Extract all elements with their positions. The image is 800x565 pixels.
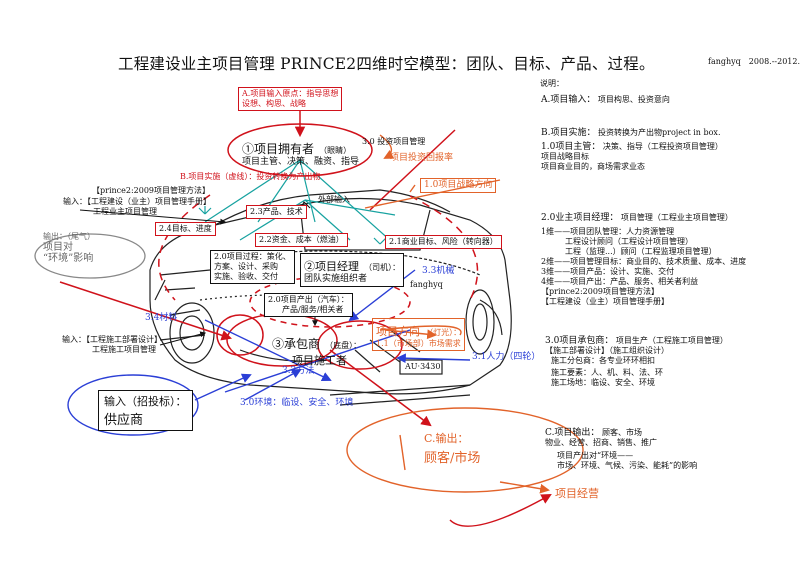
author-date: fanghyq 2008.--2012.	[708, 57, 800, 66]
owner-box: ①项目拥有者 （眼睛） 项目主管、决策、融资、指导	[242, 138, 359, 168]
process-box: 2.0项目过程：策化、 方案、设计、采购 实施、验收、交付	[210, 250, 295, 284]
plate-label: AU·3430	[405, 362, 441, 371]
supplier-box: 输入（招投标）： 供应商	[98, 390, 193, 431]
method-label: 3.2方法	[282, 366, 315, 376]
process-line-2: 方案、设计、采购	[214, 262, 278, 271]
note-b1-body: 决策、指导（工程投资项目管理）	[602, 142, 723, 151]
process-line-3: 实施、验收、交付	[214, 272, 278, 281]
note-c30-head: 3.0项目承包商：	[545, 336, 614, 346]
owner-title-note: （眼睛）	[319, 146, 352, 155]
note-c20-line-7: 【prince2:2009项目管理方法】	[541, 287, 660, 296]
note-c20-line-8: 【工程建设（业主）项目管理手册】	[541, 297, 669, 306]
note-c30-line-3: 施工要素：人、机、料、法、环	[551, 368, 663, 377]
note-c20-body: 项目管理（工程业主项目管理）	[620, 213, 733, 222]
b-impl-label: B.项目实施（虚线）：投资转换为产出物	[180, 172, 321, 181]
output-box: 2.0项目产出（汽车）： 产品/服务/相关者	[264, 293, 353, 317]
owner-title: ①项目拥有者	[242, 142, 315, 156]
strategy-direction-box: 1.0项目战略方向	[420, 178, 497, 193]
project-direction-box: 项目方向 （灯光）： 1.1（市场部）市场需求	[372, 318, 466, 351]
process-line-1: 2.0项目过程：策化、	[214, 252, 291, 261]
input-origin-box: A.项目输入原点：指导思想 设想、构思、战略	[238, 87, 343, 111]
input-owner-line-1: 输入：【工程建设（业主）项目管理手册】	[63, 197, 211, 206]
supplier-input-label: 输入（招投标）：	[104, 395, 187, 408]
note-b1-line-1: 项目战略目标	[541, 152, 589, 161]
note-cout-line-2: 项目产出对“环境——	[557, 451, 634, 460]
page-title: 工程建设业主项目管理 PRINCE2四维时空模型：团队、目标、产品、过程。	[118, 55, 655, 73]
output-tail-line-2: 项目对	[43, 242, 73, 253]
product-tech-box: 2.3产品、技术	[246, 205, 307, 219]
note-c30-line-4: 施工场地：临设、安全、环境	[551, 378, 655, 387]
prince-method-left: 【prince2:2009项目管理方法】	[92, 186, 211, 195]
note-cout: C.项目输出： 顾客、市场 物业、经营、招商、销售、推广 项目产出对“环境—— …	[545, 428, 697, 471]
output-line-2: 产品/服务/相关者	[282, 305, 344, 314]
note-c20: 2.0业主项目经理： 项目管理（工程业主项目管理） 1维——项目团队管理：人力资…	[541, 213, 746, 307]
owner-sub: 项目主管、决策、融资、指导	[242, 157, 360, 167]
note-b1: 1.0项目主管： 决策、指导（工程投资项目管理） 项目战略目标 项目商业目的，商…	[541, 142, 723, 172]
note-b-head: B.项目实施：	[541, 128, 596, 138]
roi-label: 项目投资回报率	[390, 153, 454, 163]
note-a-head: A.项目输入：	[541, 95, 596, 105]
pm-sub: 团队实施组织者	[304, 274, 368, 284]
note-cout-head: C.项目输出：	[545, 428, 600, 438]
note-cout-body: 顾客、市场	[601, 428, 642, 437]
contractor-title-note: （底盘）：	[325, 341, 362, 350]
fund-cost-box: 2.2资金、成本（燃油）	[255, 233, 348, 247]
note-c20-head: 2.0业主项目经理：	[541, 213, 619, 223]
fanghyq-label: fanghyq	[410, 280, 443, 289]
note-b: B.项目实施： 投资转换为产出物project in box.	[541, 128, 721, 138]
contractor-box: ③承包商 （底盘）： 项目施工者	[272, 333, 361, 368]
project-operation-label: 项目经营	[555, 487, 599, 500]
customer-market-label: 顾客/市场	[424, 451, 481, 466]
manpower-label: 3.1人力（四轮）	[472, 352, 541, 362]
note-c30-line-1: 【施工部署设计】（施工组织设计）	[545, 346, 669, 355]
note-a-body: 项目构思、投资意向	[597, 95, 670, 104]
input-contractor-label: 输入：【工程施工部署设计】 工程施工项目管理	[62, 335, 162, 355]
pm-box: ②项目经理 （司机）： 团队实施组织者	[300, 253, 405, 287]
owner-side-label: 3.0 投资项目管理	[362, 137, 426, 146]
note-c30-line-2: 施工分包商：各专业环环相扣	[551, 356, 655, 365]
output-tail-label: 输出：（尾气） 项目对 “环境”影响	[43, 232, 95, 264]
environment-label: 3.0环境：临设、安全、环境	[240, 398, 354, 408]
output-c-label: C.输出：	[424, 432, 469, 445]
contractor-title: ③承包商	[272, 337, 321, 351]
car-sketch	[149, 189, 512, 406]
pm-title-note: （司机）：	[364, 263, 401, 272]
contractor-sub: 项目施工者	[292, 354, 347, 367]
project-direction-title: 项目方向	[376, 325, 420, 338]
market-demand-label: 1.1（市场部）市场需求	[376, 339, 461, 348]
note-c20-line-4: 2维——项目管理目标：商业目的、技术质量、成本、进度	[541, 257, 747, 266]
note-c20-line-2: 工程设计顾问（工程设计项目管理）	[565, 237, 693, 246]
input-owner-line-2: 工程业主项目管理	[93, 207, 157, 216]
note-c30-body: 项目生产（工程施工项目管理）	[615, 336, 728, 345]
external-input-label: 外部输入	[318, 195, 350, 204]
note-c20-line-6: 4维——项目产出：产品、服务、相关者利益	[541, 277, 699, 286]
output-line-1: 2.0项目产出（汽车）：	[268, 295, 349, 304]
note-cout-line-1: 物业、经营、招商、销售、推广	[545, 438, 657, 447]
business-risk-box: 2.1商业目标、风险（转向器）	[385, 235, 502, 249]
output-tail-line-3: “环境”影响	[43, 253, 94, 264]
output-tail-line-1: 输出：（尾气）	[43, 232, 95, 241]
note-a: A.项目输入： 项目构思、投资意向	[541, 95, 670, 105]
goal-schedule-box: 2.4目标、进度	[155, 222, 216, 236]
note-c20-line-5: 3维——项目产品：设计、实施、交付	[541, 267, 675, 276]
note-c20-line-3: 工程（监理...）顾问（工程监理项目管理）	[565, 247, 717, 256]
input-owner-label: 输入：【工程建设（业主）项目管理手册】 工程业主项目管理	[63, 197, 211, 217]
note-c30: 3.0项目承包商： 项目生产（工程施工项目管理） 【施工部署设计】（施工组织设计…	[545, 336, 728, 388]
note-b1-head: 1.0项目主管：	[541, 142, 601, 152]
input-origin-line-1: A.项目输入原点：指导思想	[242, 89, 339, 98]
notes-label: 说明：	[540, 79, 564, 88]
note-c20-line-1: 1维——项目团队管理：人力资源管理	[541, 227, 675, 236]
input-origin-line-2: 设想、构思、战略	[242, 99, 306, 108]
input-contractor-line-2: 工程施工项目管理	[92, 345, 156, 354]
note-cout-line-3: 市场、环境、气候、污染、能耗”的影响	[557, 461, 698, 470]
pm-title: ②项目经理	[304, 260, 359, 273]
materials-label: 3.4材料	[145, 313, 178, 323]
input-contractor-line-1: 输入：【工程施工部署设计】	[62, 335, 162, 344]
note-b1-line-2: 项目商业目的，商场需求业态	[541, 162, 645, 171]
project-direction-note: （灯光）：	[425, 328, 462, 337]
supplier-label: 供应商	[104, 413, 144, 428]
machinery-label: 3.3机械	[422, 266, 455, 276]
note-b-body: 投资转换为产出物project in box.	[598, 128, 721, 137]
